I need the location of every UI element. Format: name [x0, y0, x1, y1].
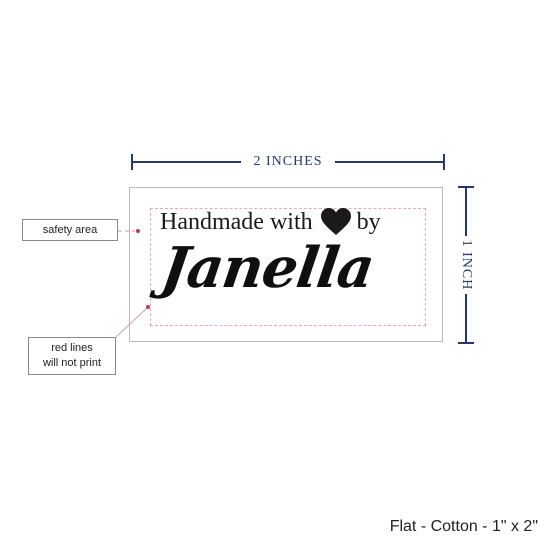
safety-area-callout: safety area — [22, 219, 118, 241]
width-dimension-label: 2 INCHES — [253, 154, 323, 169]
height-dimension-label: 1 INCH — [459, 239, 474, 291]
red-lines-callout-line2: will not print — [42, 357, 102, 369]
width-dimension-line-left — [131, 161, 241, 163]
label-text-name: Janella — [157, 235, 378, 301]
label-text-line1: Handmade with by — [160, 208, 430, 236]
label-preview: Handmade with by Janella — [129, 187, 443, 342]
height-dimension-cap-bottom — [458, 342, 474, 344]
label-text-handmade: Handmade with — [160, 208, 313, 235]
width-dimension-line-right — [335, 161, 445, 163]
heart-icon — [320, 208, 351, 235]
height-dimension-line-bottom — [465, 294, 467, 344]
red-lines-callout-line1: red lines — [51, 342, 93, 354]
width-dimension: 2 INCHES — [131, 154, 445, 170]
height-dimension-line-top — [465, 186, 467, 236]
width-dimension-cap-right — [443, 154, 445, 170]
height-dimension: 1 INCH — [458, 186, 474, 344]
red-lines-callout: red lines will not print — [28, 337, 116, 375]
label-text-by: by — [356, 208, 381, 235]
safety-area-border — [150, 208, 426, 326]
product-caption: Flat - Cotton - 1" x 2" — [389, 518, 538, 535]
